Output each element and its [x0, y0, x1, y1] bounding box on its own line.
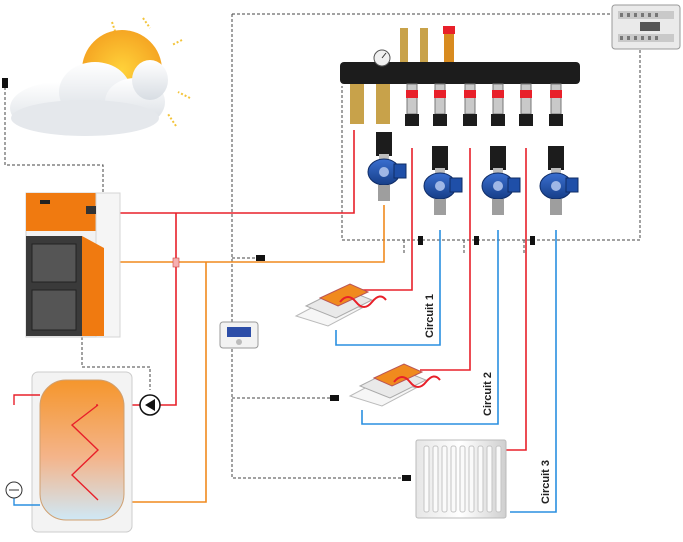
radiator-fin	[486, 445, 493, 513]
manifold-valves	[405, 83, 563, 126]
manifold-valve	[405, 83, 419, 126]
pipework	[90, 130, 557, 513]
manifold-valve	[519, 83, 533, 126]
circuit-3-label: Circuit 3	[540, 460, 552, 504]
radiator-fin	[477, 445, 484, 513]
circulation-pump	[367, 132, 407, 201]
radiator	[415, 439, 507, 519]
radiator-fin	[450, 445, 457, 513]
circulation-pump	[539, 146, 579, 215]
thermometer-icon	[5, 481, 23, 499]
boiler	[25, 192, 121, 338]
sun-cloud-icon	[10, 17, 191, 136]
radiator-fin	[441, 445, 448, 513]
radiator-fin	[459, 445, 466, 513]
circulation-pump	[423, 146, 463, 215]
circuit-1-label: Circuit 1	[424, 294, 436, 338]
circulation-pumps	[367, 132, 579, 215]
controller-icon	[611, 4, 681, 50]
radiator-fin	[468, 445, 475, 513]
radiator-fin	[495, 445, 502, 513]
control-signal-lines	[4, 13, 641, 479]
manifold-valve	[463, 83, 477, 126]
circuit-2-label: Circuit 2	[482, 372, 494, 416]
underfloor-loop-1	[294, 283, 387, 327]
manifold-valve	[433, 83, 447, 126]
underfloor-loop-2	[348, 363, 441, 407]
tank-pump-icon	[139, 394, 161, 416]
radiator-fin	[423, 445, 430, 513]
circulation-pump	[481, 146, 521, 215]
distribution-manifold	[340, 26, 580, 124]
hot-water-tank	[13, 371, 133, 533]
radiator-fin	[432, 445, 439, 513]
manifold-valve	[549, 83, 563, 126]
manifold-valve	[491, 83, 505, 126]
room-thermostat-icon	[219, 321, 259, 349]
